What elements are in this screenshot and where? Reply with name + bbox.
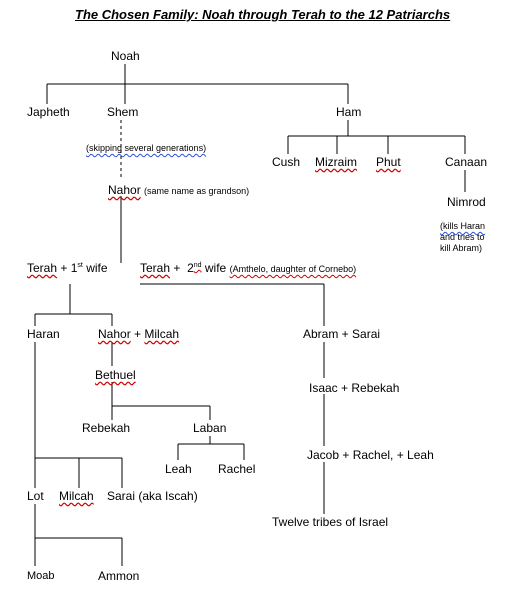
wife1-suffix: st: [77, 262, 83, 269]
node-jacob: Jacob + Rachel, + Leah: [307, 448, 434, 462]
node-ammon: Ammon: [98, 569, 140, 583]
wife1-number: 1: [70, 261, 78, 275]
plus-sign: +: [173, 261, 181, 275]
plus-sign: +: [134, 327, 142, 341]
wife1-word: wife: [86, 261, 108, 275]
wife2-suffix: nd: [193, 262, 202, 269]
wife2-note: (Amthelo, daughter of Cornebo): [229, 264, 357, 274]
nimrod-note-line-2: and tries to: [440, 232, 485, 242]
node-nahor-milcah: Nahor + Milcah: [98, 327, 179, 341]
node-moab: Moab: [27, 570, 55, 582]
nimrod-note: (kills Haran and tries to kill Abram): [440, 221, 485, 254]
node-terah-second-wife: Terah + 2nd wife (Amthelo, daughter of C…: [140, 261, 356, 276]
node-rebekah: Rebekah: [82, 421, 131, 435]
terah1-label: Terah: [27, 261, 58, 275]
wife2-word: wife: [204, 261, 227, 275]
terah2-label: Terah: [140, 261, 171, 275]
nahor2-label: Nahor: [98, 327, 131, 341]
node-cush: Cush: [272, 155, 301, 169]
node-bethuel: Bethuel: [95, 368, 136, 382]
node-japheth: Japheth: [27, 105, 70, 119]
wife2-number: 2: [187, 261, 194, 275]
node-nahor: Nahor (same name as grandson): [108, 183, 249, 198]
node-haran: Haran: [27, 327, 60, 341]
node-mizraim: Mizraim: [315, 155, 357, 169]
page-title: The Chosen Family: Noah through Terah to…: [75, 7, 451, 22]
nahor-note: (same name as grandson): [144, 186, 250, 196]
node-laban: Laban: [193, 421, 227, 435]
node-sarai-iscah: Sarai (aka Iscah): [107, 489, 198, 503]
node-terah-first-wife: Terah + 1st wife: [27, 261, 108, 275]
node-shem: Shem: [107, 105, 139, 119]
nimrod-note-line-3: kill Abram): [440, 243, 483, 253]
node-rachel: Rachel: [218, 462, 256, 476]
node-twelve-tribes: Twelve tribes of Israel: [272, 515, 389, 529]
plus-sign: +: [60, 261, 68, 275]
nimrod-note-line-1: (kills Haran: [440, 221, 486, 231]
node-phut: Phut: [376, 155, 401, 169]
milcah-label: Milcah: [144, 327, 180, 341]
skipping-note: (skipping several generations): [86, 143, 206, 154]
node-noah: Noah: [111, 49, 140, 63]
skipping-note-text: (skipping several generations): [86, 143, 207, 153]
nahor-label: Nahor: [108, 183, 141, 197]
node-abram-sarai: Abram + Sarai: [303, 327, 381, 341]
node-lot: Lot: [27, 489, 44, 503]
node-leah: Leah: [165, 462, 192, 476]
node-nimrod: Nimrod: [447, 195, 486, 209]
node-canaan: Canaan: [445, 155, 488, 169]
node-ham: Ham: [336, 105, 362, 119]
node-isaac-rebekah: Isaac + Rebekah: [309, 381, 400, 395]
node-milcah-daughter: Milcah: [59, 489, 94, 503]
